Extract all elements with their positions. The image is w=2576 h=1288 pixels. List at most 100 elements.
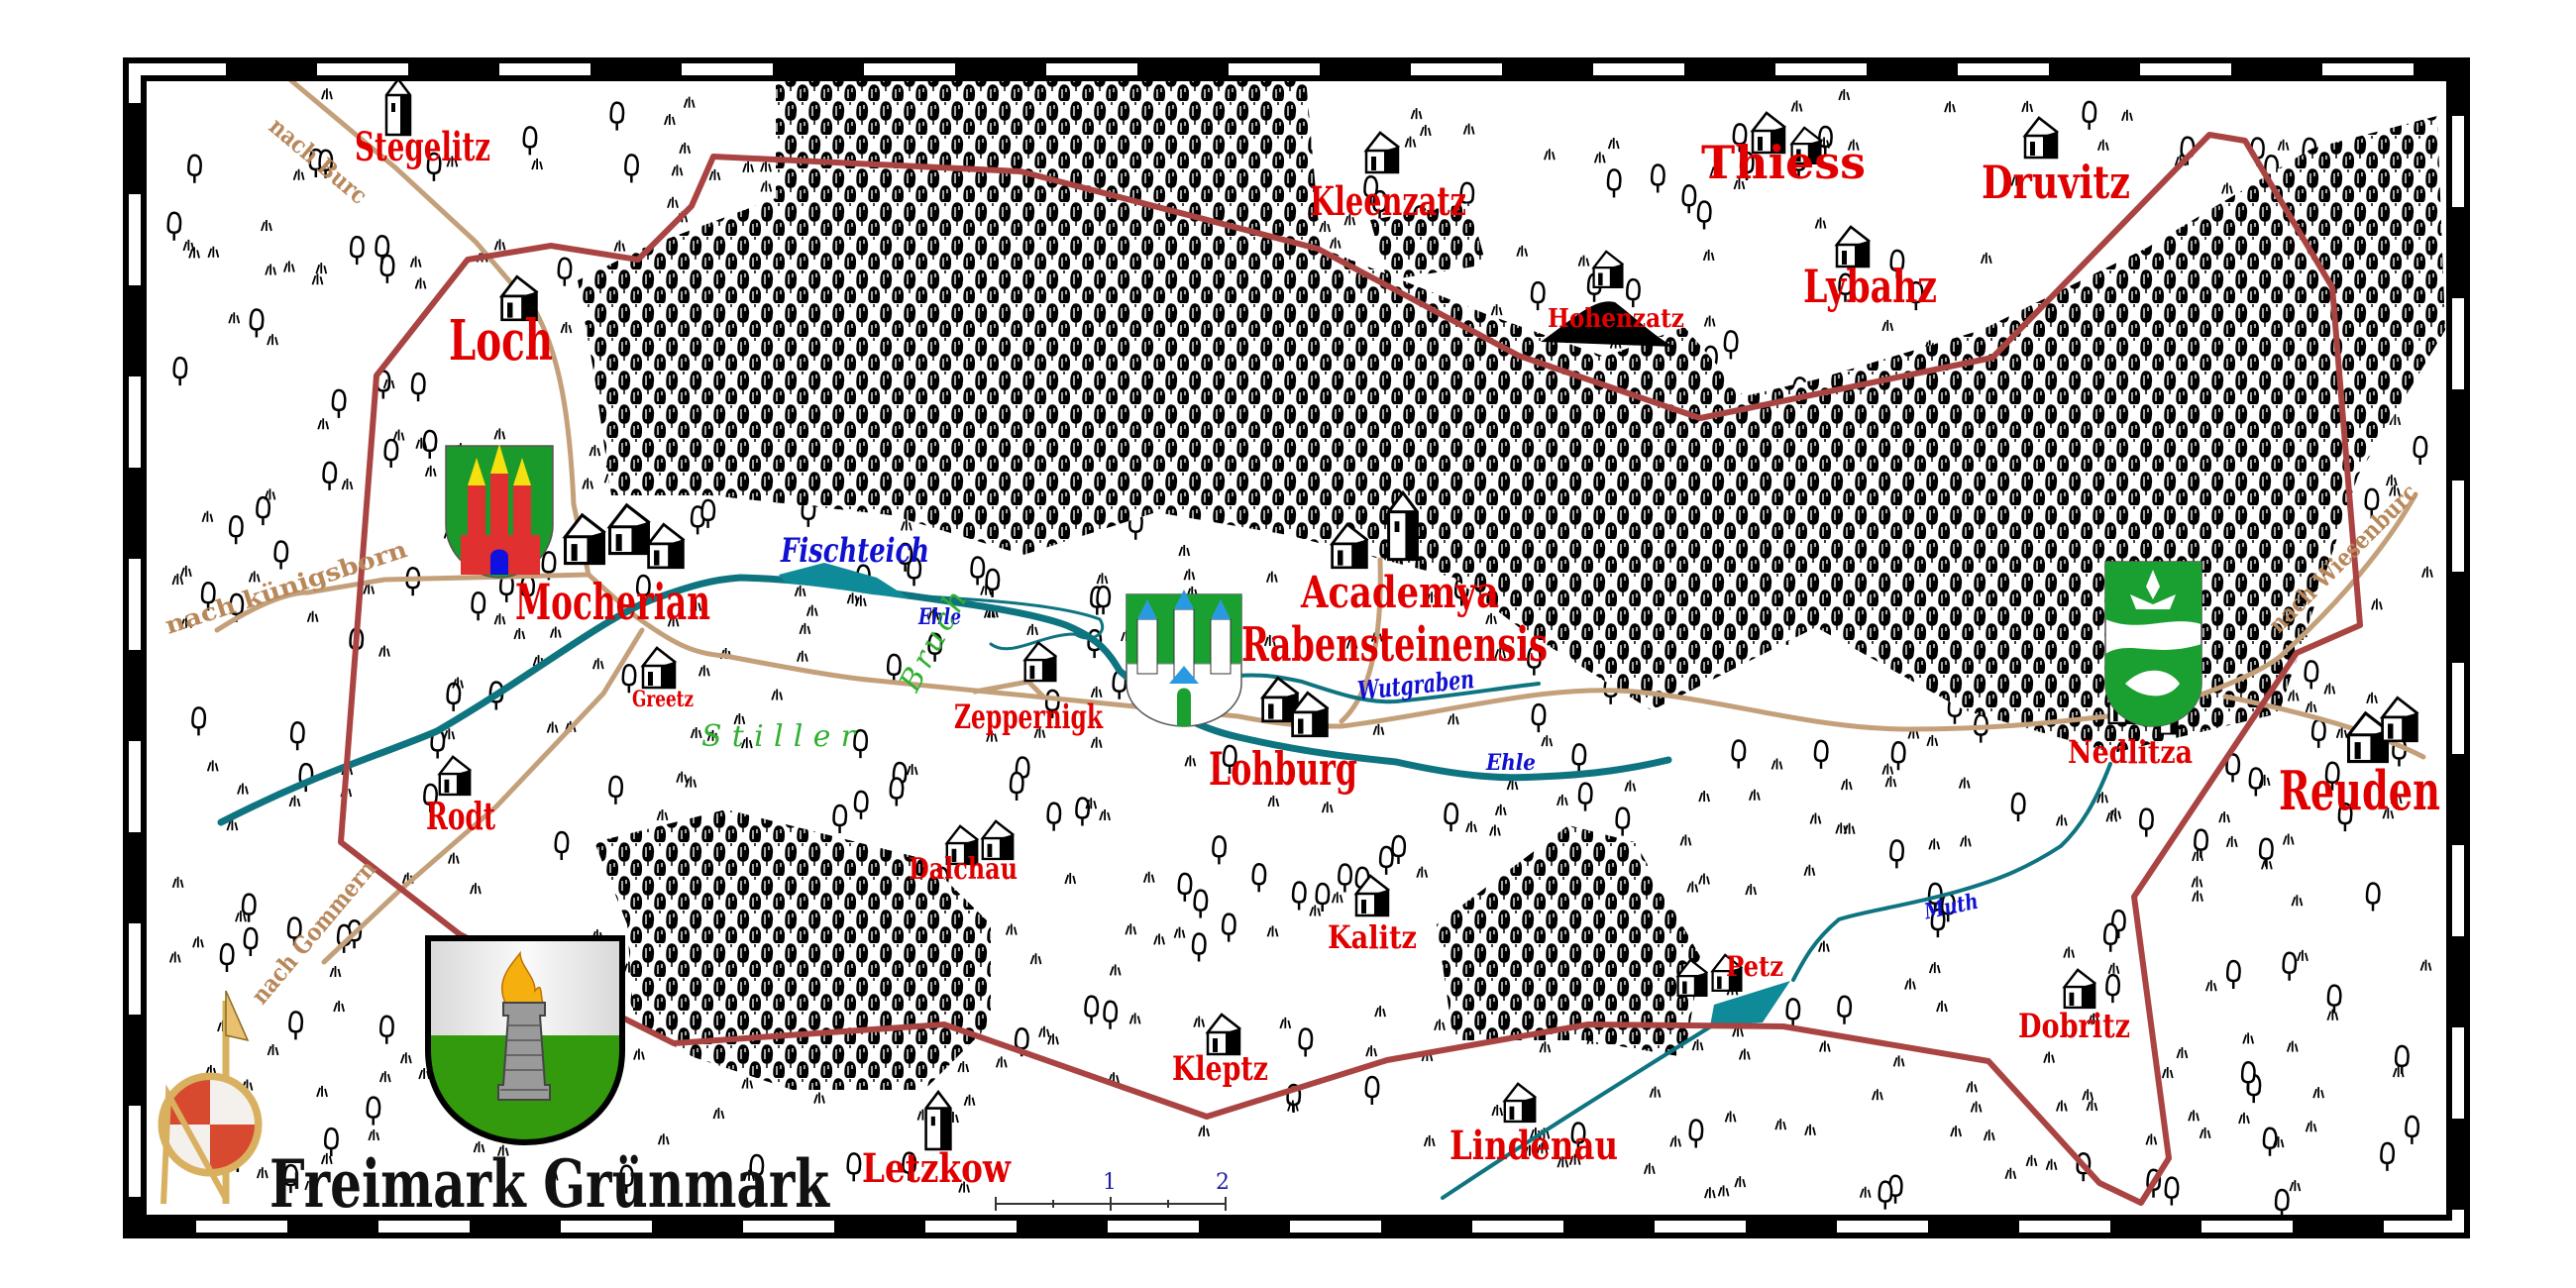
- tree-icon: [2405, 1115, 2419, 1144]
- tree-icon: [1315, 882, 1331, 912]
- tree-icon: [1530, 280, 1546, 311]
- grass-tuft-icon: [743, 1169, 755, 1182]
- grass-tuft-icon: [443, 728, 456, 740]
- grass-tuft-icon: [180, 616, 192, 628]
- grass-tuft-icon: [657, 1133, 670, 1145]
- tree-icon: [1940, 893, 1956, 922]
- tree-icon: [366, 1096, 381, 1126]
- grass-tuft-icon: [304, 1179, 317, 1191]
- grass-tuft-icon: [805, 604, 818, 616]
- grass-tuft-icon: [1624, 780, 1637, 792]
- grass-tuft-icon: [2145, 1133, 2158, 1145]
- grass-tuft-icon: [2086, 1100, 2098, 1112]
- grass-tuft-icon: [683, 96, 696, 108]
- grass-tuft-icon: [591, 658, 604, 670]
- territory-boundary: [338, 132, 2363, 1206]
- tree-icon: [289, 720, 305, 751]
- grass-tuft-icon: [415, 437, 428, 450]
- label-dobritz: Dobritz: [2018, 1007, 2130, 1046]
- tree-icon: [1577, 782, 1593, 811]
- tree-icon: [1813, 739, 1829, 769]
- grass-tuft-icon: [706, 729, 719, 742]
- forest-north: [578, 66, 2445, 753]
- tree-icon: [1009, 771, 1024, 801]
- tree-icon: [273, 540, 289, 570]
- tree-icon: [2310, 718, 2326, 748]
- grass-tuft-icon: [531, 159, 543, 170]
- tree-icon: [927, 632, 943, 662]
- grass-tuft-icon: [392, 429, 405, 441]
- tree-icon: [286, 916, 302, 946]
- grass-tuft-icon: [963, 1094, 976, 1107]
- grass-tuft-icon: [549, 626, 562, 638]
- label-hohenzatz: Hohenzatz: [1548, 304, 1684, 334]
- tree-icon: [853, 728, 869, 759]
- grass-tuft-icon: [1173, 926, 1186, 938]
- grass-tuft-icon: [2282, 833, 2295, 845]
- grass-tuft-icon: [900, 519, 912, 531]
- grass-tuft-icon: [2382, 807, 2395, 819]
- grass-tuft-icon: [813, 1092, 825, 1104]
- map-frame: [123, 57, 2470, 1238]
- label-petz: Petz: [1726, 950, 1783, 983]
- grass-tuft-icon: [1374, 1006, 1386, 1018]
- grass-tuft-icon: [957, 1061, 970, 1073]
- tree-icon: [249, 308, 265, 338]
- tree-icon: [1723, 330, 1739, 360]
- tree-icon: [383, 438, 399, 468]
- grass-tuft-icon: [1090, 686, 1103, 698]
- grass-tuft-icon: [2260, 858, 2273, 870]
- tree-icon: [618, 1164, 634, 1194]
- river-ehle-branch: [906, 593, 1104, 651]
- grass-tuft-icon: [2199, 1127, 2211, 1139]
- grass-tuft-icon: [1462, 123, 1475, 135]
- grass-tuft-icon: [742, 161, 754, 173]
- grass-tuft-icon: [264, 488, 276, 500]
- grass-tuft-icon: [1818, 940, 1830, 952]
- grass-tuft-icon: [1847, 139, 1860, 151]
- grass-tuft-icon: [2225, 835, 2238, 848]
- grass-tuft-icon: [1709, 164, 1722, 176]
- grass-tuft-icon: [1803, 864, 1816, 877]
- grass-tuft-icon: [470, 883, 482, 895]
- tree-icon: [191, 706, 207, 736]
- label-dalchau: Dalchau: [909, 852, 1018, 887]
- label-academya: Academya: [1300, 568, 1499, 618]
- grass-tuft-icon: [378, 645, 390, 657]
- road-gommern: [321, 627, 645, 965]
- grass-tuft-icon: [771, 689, 784, 700]
- grass-tuft-icon: [1128, 1013, 1141, 1024]
- grass-tuft-icon: [2218, 811, 2230, 823]
- tree-icon: [522, 126, 538, 156]
- grass-tuft-icon: [2192, 890, 2203, 903]
- tree-icon: [1889, 839, 1904, 869]
- river-ehle: [217, 574, 1672, 826]
- tree-icon: [832, 804, 848, 834]
- grass-tuft-icon: [1790, 100, 1803, 112]
- grass-tuft-icon: [2305, 700, 2317, 713]
- grass-tuft-icon: [1959, 835, 1972, 847]
- tree-icon: [2010, 792, 2026, 821]
- tree-icon: [1681, 184, 1697, 214]
- north-letter-icon: [161, 1084, 229, 1205]
- grass-tuft-icon: [1026, 623, 1038, 636]
- road-reuden: [2222, 694, 2426, 760]
- grass-tuft-icon: [1184, 755, 1197, 767]
- grass-tuft-icon: [1904, 978, 1916, 990]
- grass-tuft-icon: [2392, 1066, 2405, 1078]
- tree-icon: [2139, 807, 2154, 837]
- grass-tuft-icon: [341, 479, 354, 490]
- grass-tuft-icon: [1702, 249, 1715, 262]
- map-title: Freimark Grünmark: [269, 1145, 830, 1223]
- grass-tuft-icon: [2385, 475, 2398, 486]
- grass-tuft-icon: [2305, 1121, 2317, 1132]
- grass-tuft-icon: [1343, 214, 1356, 226]
- grass-tuft-icon: [1279, 1017, 1292, 1029]
- grass-tuft-icon: [409, 256, 422, 268]
- fish-icon: [2125, 670, 2180, 697]
- grass-tuft-icon: [1928, 838, 1941, 850]
- river-wutgraben: [1236, 673, 1541, 704]
- label-thiess: Thiess: [1701, 136, 1866, 189]
- scale-label-1: 1: [1103, 1170, 1117, 1195]
